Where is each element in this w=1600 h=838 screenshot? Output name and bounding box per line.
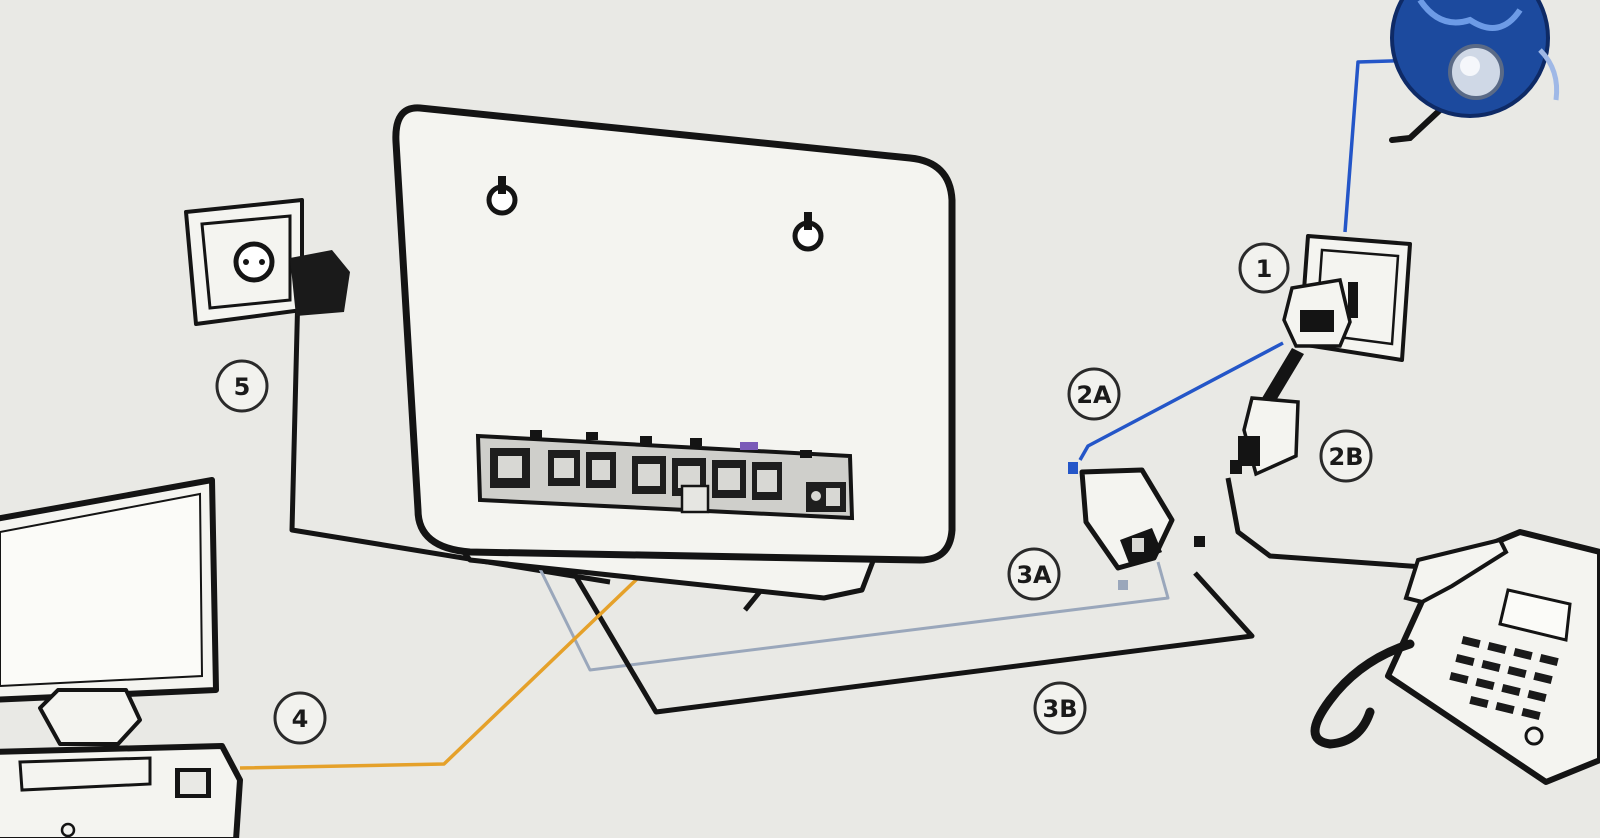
callout-4: 4 [273,691,327,745]
router-port-panel [475,430,855,521]
phone-cable-2b [1225,477,1439,571]
keyhole-right-icon [792,212,824,252]
splitter-grey-marker [1118,580,1128,590]
callout-4-label: 4 [292,705,309,733]
callout-1: 1 [1238,242,1290,294]
tae-adapter [1230,348,1304,477]
telephone-wall-socket [1282,234,1412,362]
telephone [1310,529,1600,785]
phone-cable-3a [498,487,1170,672]
splitter-black-marker [1194,536,1205,547]
power-outlet [184,198,350,326]
callout-3a: 3A [1007,547,1061,601]
telephone-keypad [1449,635,1559,721]
handset-cord [1310,639,1415,749]
callout-5-label: 5 [234,373,251,401]
callout-2b-label: 2B [1329,443,1364,471]
socket-icon [233,241,275,283]
internet-globe-icon [1389,0,1560,143]
callout-2b: 2B [1319,429,1373,483]
lan-connector [680,484,710,514]
keyhole-left-icon [486,176,518,216]
computer [0,477,243,838]
telephone-handset [1403,537,1509,605]
callout-5: 5 [215,359,269,413]
callout-3b-label: 3B [1043,695,1078,723]
callout-2a: 2A [1067,367,1121,421]
callout-3a-label: 3A [1016,561,1052,589]
callout-3b: 3B [1033,681,1087,735]
splitter-blue-marker [1068,462,1078,474]
power-adapter [290,250,350,316]
callout-1-label: 1 [1256,255,1273,283]
callout-2a-label: 2A [1076,381,1112,409]
dsl-cable [1078,341,1284,461]
dsl-splitter [1068,462,1205,590]
router [392,104,956,601]
